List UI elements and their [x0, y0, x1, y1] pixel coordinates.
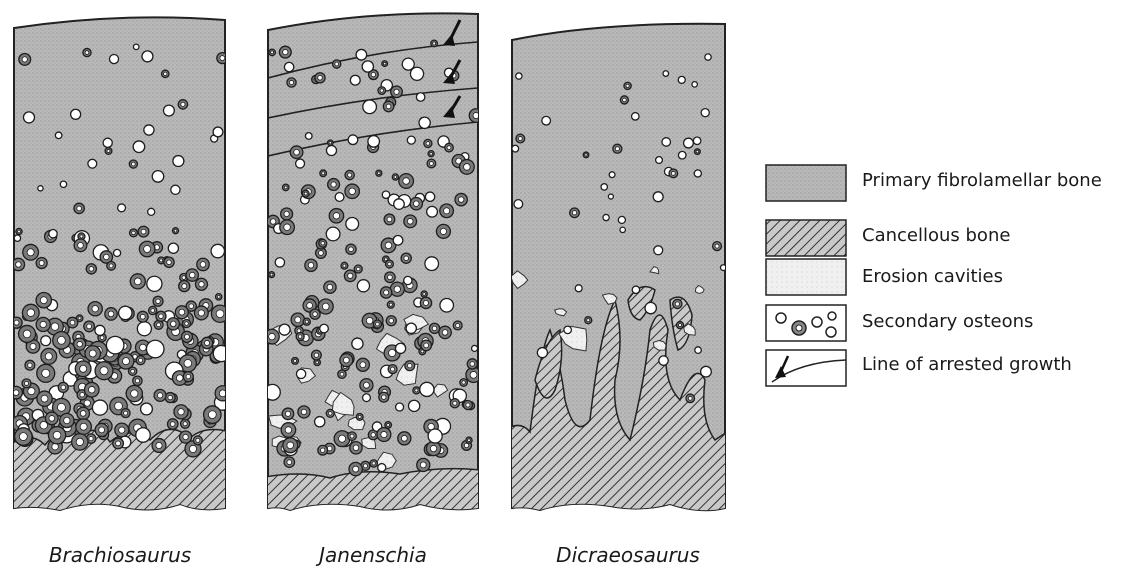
specimen-label-dicraeosaurus: Dicraeosaurus [518, 543, 738, 567]
legend-swatch-osteons [766, 305, 846, 341]
legend-label-cancellous: Cancellous bone [862, 225, 1010, 246]
legend-swatch-cancellous [766, 220, 846, 256]
legend [766, 165, 846, 386]
legend-label-primary: Primary fibrolamellar bone [862, 170, 1102, 191]
brachiosaurus-section [10, 17, 230, 520]
legend-swatch-primary [766, 165, 846, 201]
legend-swatch-erosion [766, 259, 846, 295]
legend-swatch-lag [766, 350, 846, 386]
legend-label-erosion: Erosion cavities [862, 266, 1003, 287]
legend-label-osteons: Secondary osteons [862, 311, 1033, 332]
specimen-label-janenschia: Janenschia [263, 543, 483, 567]
specimen-label-brachiosaurus: Brachiosaurus [10, 543, 230, 567]
janenschia-section [260, 13, 483, 520]
legend-label-lag: Line of arrested growth [862, 354, 1072, 375]
dicraeosaurus-section [505, 24, 730, 520]
